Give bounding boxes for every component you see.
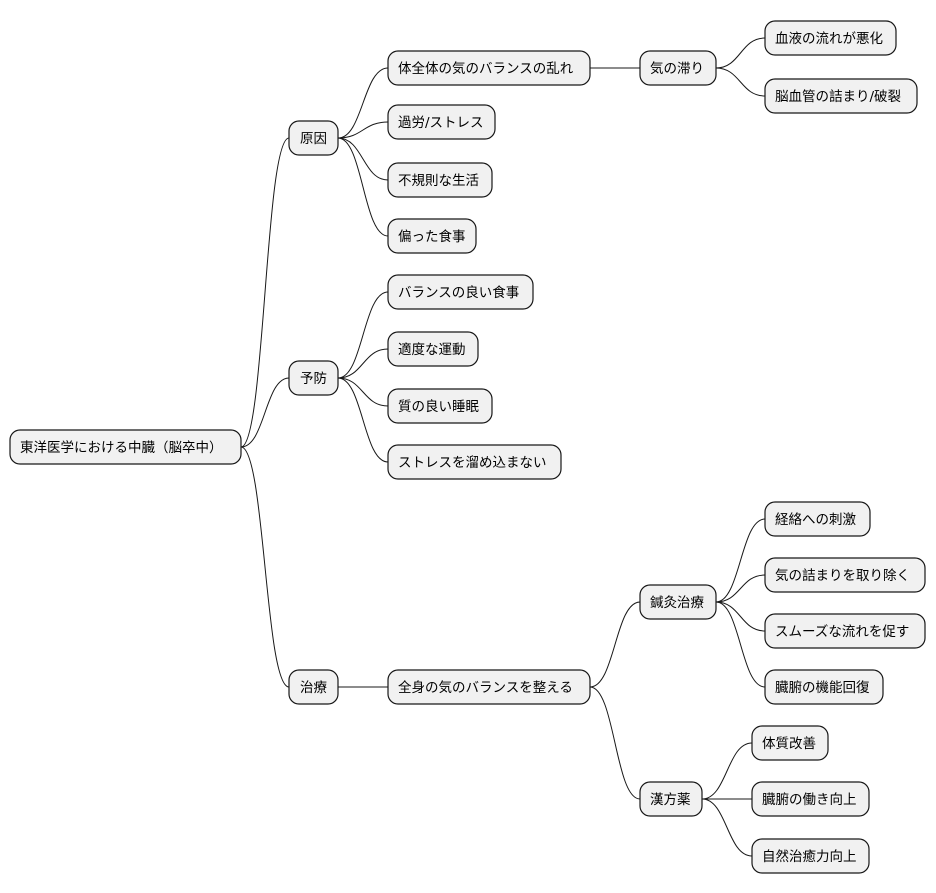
- edge-prevention-to-moderate-exercise: [337, 348, 389, 379]
- edge-root-to-prevention: [240, 377, 290, 448]
- node-moderate-exercise: 適度な運動: [387, 331, 479, 367]
- node-unbalanced-diet-label: 偏った食事: [398, 228, 466, 245]
- node-qi-imbalance: 体全体の気のバランスの乱れ: [387, 50, 591, 86]
- edge-acupuncture-to-smooth-flow: [715, 601, 766, 632]
- node-constitution: 体質改善: [751, 725, 829, 761]
- node-avoid-stress: ストレスを溜め込まない: [387, 444, 562, 480]
- node-blood-flow: 血液の流れが悪化: [764, 20, 897, 56]
- node-overwork-stress: 過労/ストレス: [387, 104, 496, 140]
- node-balanced-meal: バランスの良い食事: [387, 274, 534, 310]
- node-treatment: 治療: [288, 669, 339, 705]
- edge-prevention-to-avoid-stress: [337, 377, 389, 463]
- node-qi-stagnation-label: 気の滞り: [650, 61, 704, 77]
- edge-qi-stagnation-to-vessel-blockage: [715, 67, 766, 97]
- node-remove-blockage-label: 気の詰まりを取り除く: [775, 568, 910, 584]
- node-acupuncture-label: 鍼灸治療: [650, 594, 704, 611]
- node-qi-stagnation: 気の滞り: [639, 50, 717, 86]
- node-avoid-stress-label: ストレスを溜め込まない: [398, 455, 547, 471]
- edge-root-to-treatment: [240, 446, 290, 688]
- edge-cause-to-irregular-life: [337, 137, 389, 181]
- edge-cause-to-overwork-stress: [337, 121, 389, 139]
- node-organ-recovery-label: 臓腑の機能回復: [775, 679, 870, 696]
- node-self-healing-label: 自然治癒力向上: [762, 848, 857, 865]
- node-root: 東洋医学における中臓（脳卒中）: [9, 429, 242, 465]
- node-vessel-blockage: 脳血管の詰まり/破裂: [764, 78, 918, 114]
- node-balance-qi-label: 全身の気のバランスを整える: [398, 679, 573, 696]
- edge-kampo-to-constitution: [701, 742, 753, 800]
- node-balance-qi: 全身の気のバランスを整える: [387, 669, 591, 705]
- edge-acupuncture-to-organ-recovery: [715, 601, 766, 688]
- node-organ-function: 臓腑の働き向上: [751, 781, 870, 817]
- node-prevention: 予防: [288, 360, 339, 396]
- node-good-sleep: 質の良い睡眠: [387, 388, 493, 424]
- edge-cause-to-qi-imbalance: [337, 67, 389, 139]
- edge-cause-to-unbalanced-diet: [337, 137, 389, 237]
- node-smooth-flow: スムーズな流れを促す: [764, 613, 926, 649]
- node-balanced-meal-label: バランスの良い食事: [398, 284, 519, 301]
- edge-qi-stagnation-to-blood-flow: [715, 37, 766, 69]
- edge-root-to-cause: [240, 137, 290, 448]
- node-prevention-label: 予防: [300, 371, 327, 387]
- node-constitution-label: 体質改善: [762, 736, 816, 752]
- edge-acupuncture-to-meridian-stimulation: [715, 518, 766, 603]
- node-smooth-flow-label: スムーズな流れを促す: [775, 624, 909, 640]
- edge-prevention-to-good-sleep: [337, 377, 389, 407]
- node-kampo-label: 漢方薬: [650, 792, 691, 808]
- node-cause-label: 原因: [300, 131, 327, 147]
- node-qi-imbalance-label: 体全体の気のバランスの乱れ: [398, 60, 574, 77]
- node-acupuncture: 鍼灸治療: [639, 584, 717, 620]
- node-remove-blockage: 気の詰まりを取り除く: [764, 557, 926, 593]
- node-kampo: 漢方薬: [639, 781, 703, 817]
- node-meridian-stimulation: 経絡への刺激: [764, 501, 871, 537]
- node-blood-flow-label: 血液の流れが悪化: [775, 31, 883, 47]
- node-unbalanced-diet: 偏った食事: [387, 218, 477, 254]
- edge-balance-qi-to-kampo: [589, 686, 641, 800]
- node-treatment-label: 治療: [300, 679, 327, 696]
- node-good-sleep-label: 質の良い睡眠: [398, 399, 479, 415]
- node-overwork-stress-label: 過労/ストレス: [398, 115, 484, 131]
- node-root-label: 東洋医学における中臓（脳卒中）: [20, 440, 223, 456]
- node-vessel-blockage-label: 脳血管の詰まり/破裂: [775, 89, 901, 105]
- node-cause: 原因: [288, 120, 339, 156]
- edge-balance-qi-to-acupuncture: [589, 601, 641, 688]
- node-organ-recovery: 臓腑の機能回復: [764, 669, 884, 705]
- node-meridian-stimulation-label: 経絡への刺激: [775, 512, 856, 528]
- edge-prevention-to-balanced-meal: [337, 291, 389, 379]
- edge-kampo-to-self-healing: [701, 798, 753, 857]
- node-irregular-life: 不規則な生活: [387, 162, 493, 198]
- node-self-healing: 自然治癒力向上: [751, 838, 870, 874]
- node-moderate-exercise-label: 適度な運動: [398, 341, 466, 358]
- node-organ-function-label: 臓腑の働き向上: [762, 792, 857, 808]
- node-irregular-life-label: 不規則な生活: [398, 173, 479, 189]
- edge-acupuncture-to-remove-blockage: [715, 574, 766, 603]
- mindmap-edges: [240, 37, 766, 857]
